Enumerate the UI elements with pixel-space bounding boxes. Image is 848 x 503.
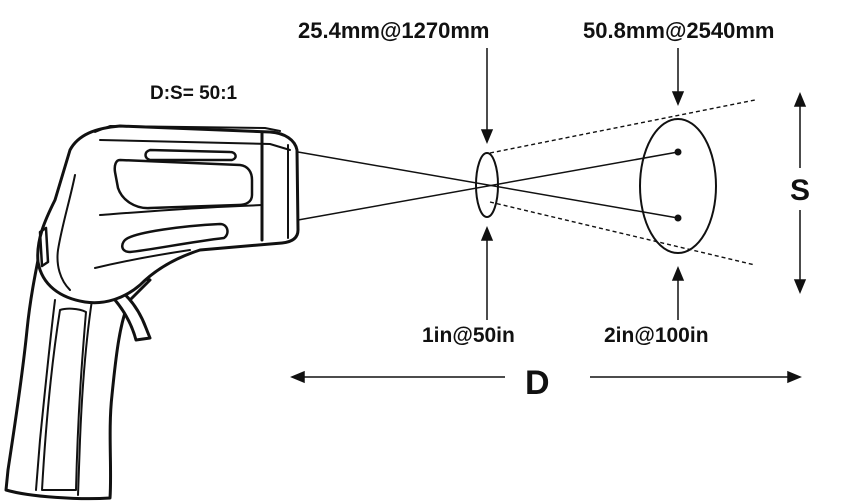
thermometer-top-edge [94, 125, 281, 133]
distance-label: D [525, 364, 550, 402]
thermometer-sight-slot [144, 148, 237, 162]
far-spot-point-upper [674, 148, 682, 156]
pointer-arrows [480, 48, 685, 320]
arrowhead-s-bottom [793, 279, 807, 294]
arrowhead-d-right [787, 370, 802, 384]
field-of-view-lines [297, 99, 756, 266]
fov-boundary-upper [489, 99, 756, 154]
near-spot-ellipse [475, 152, 499, 218]
thermometer-trigger [113, 288, 152, 342]
arrowhead-far-top [671, 91, 685, 106]
arrowhead-s-top [793, 92, 807, 107]
spot-size-label: S [790, 174, 811, 207]
arrowhead-far-bottom [671, 266, 685, 281]
thermometer-side-contour-3 [94, 249, 191, 269]
thermometer-grip-panel [41, 307, 87, 491]
thermometer-top-ridge [99, 139, 291, 151]
distance-dimension [290, 370, 802, 384]
near-spot-in-label: 1in@50in [422, 324, 515, 347]
thermometer-grip [4, 248, 152, 501]
distance-to-spot-ratio-label: D:S= 50:1 [150, 83, 238, 104]
thermometer-side-button [38, 226, 50, 268]
arrowhead-d-left [290, 370, 305, 384]
arrowhead-near-bottom [480, 226, 494, 241]
far-spot-mm-label: 50.8mm@2540mm [583, 18, 775, 43]
far-spot-ellipse [639, 118, 717, 254]
thermometer-body [36, 124, 300, 305]
far-spot-point-lower [674, 214, 682, 222]
arrowhead-near-top [480, 129, 494, 144]
ir-thermometer-illustration [4, 124, 300, 501]
fov-boundary-lower [489, 201, 756, 266]
spot-size-dimension [793, 92, 807, 294]
beam-line-lower [297, 151, 679, 221]
thermometer-upper-window [113, 158, 254, 210]
near-spot-mm-label: 25.4mm@1270mm [298, 18, 490, 43]
thermometer-side-contour [56, 174, 76, 291]
beam-line-upper [297, 151, 679, 219]
thermometer-grip-inner-2 [77, 299, 93, 496]
thermometer-side-contour-2 [99, 204, 263, 216]
thermometer-grip-inner [35, 299, 56, 491]
far-spot-in-label: 2in@100in [604, 324, 709, 347]
thermometer-lower-slot [121, 222, 229, 254]
